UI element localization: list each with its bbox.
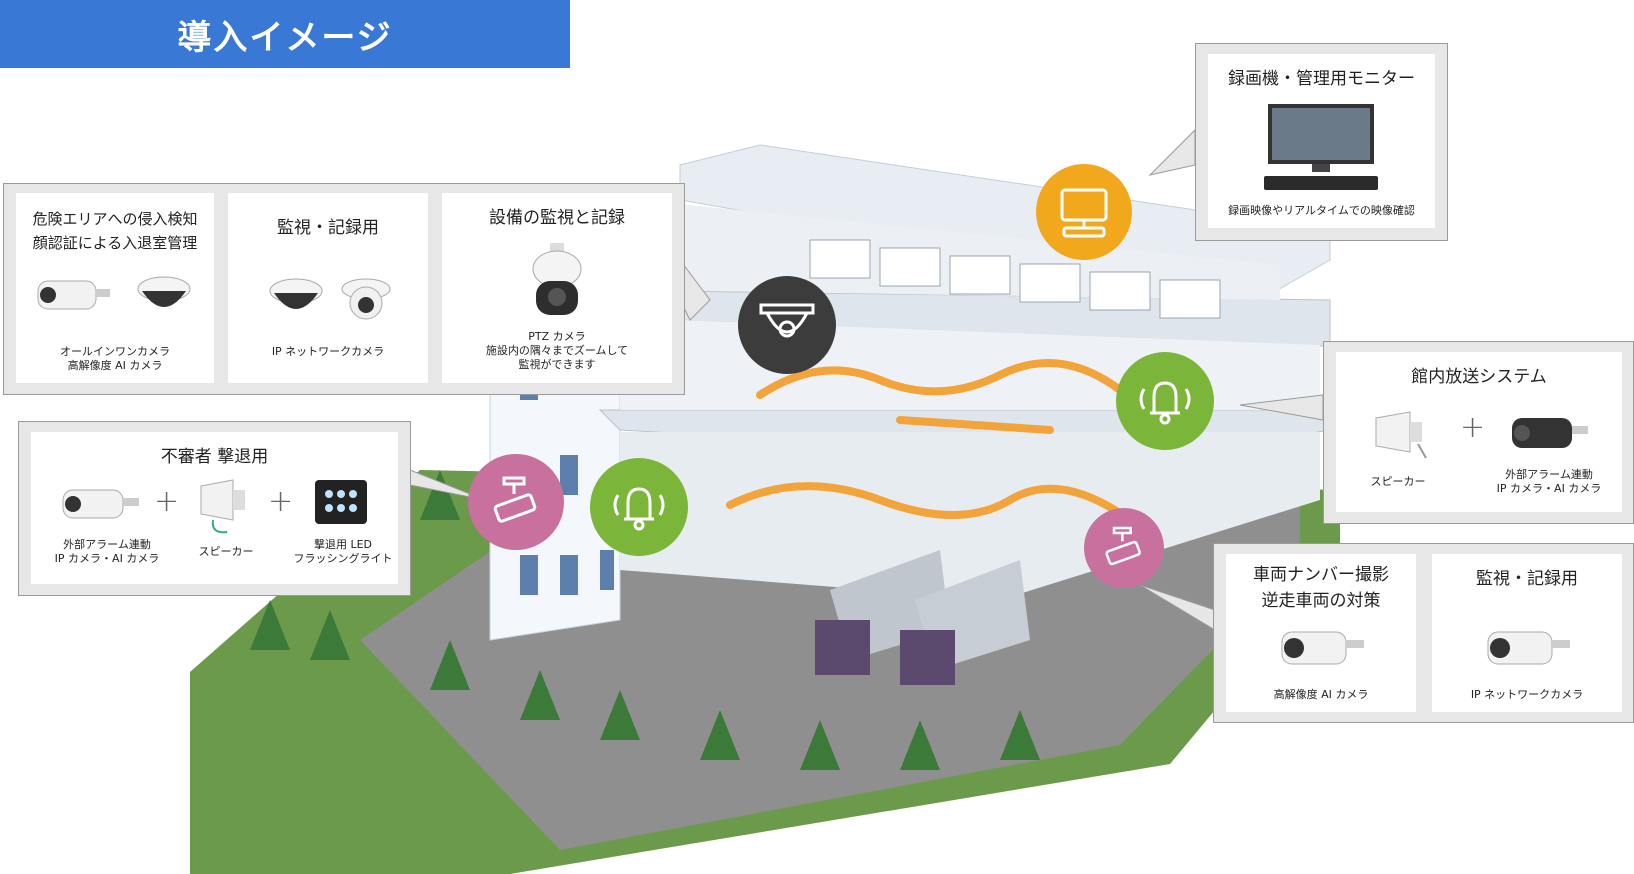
card-monitoring-recording: 監視・記録用 IP ネットワークカメラ	[228, 193, 428, 383]
card-title: 録画機・管理用モニター	[1228, 69, 1415, 89]
horn-speaker-icon	[1375, 411, 1427, 459]
item-caption-line: フラッシングライト	[293, 552, 393, 565]
alarm-bell-icon	[590, 458, 688, 556]
card-title: 館内放送システム	[1411, 367, 1547, 387]
card-caption: 録画映像やリアルタイムでの映像確認	[1228, 204, 1415, 217]
item-caption-line: 外部アラーム連動	[63, 538, 151, 551]
dome-camera-icon	[137, 276, 191, 307]
card-vehicle-monitoring: 監視・記録用 IP ネットワークカメラ	[1432, 554, 1622, 712]
item-caption-line: スピーカー	[1370, 475, 1426, 488]
card-title-line: 顔認証による入退室管理	[32, 234, 198, 252]
card-title-line: 設備の監視と記録	[489, 208, 625, 228]
callout-vehicle-cameras: 車両ナンバー撮影 逆走車両の対策 高解像度 AI カメラ 監視・記録用 IP ネ…	[1213, 543, 1634, 723]
card-caption-line: オールインワンカメラ	[60, 345, 170, 358]
card-title-line: 監視・記録用	[277, 218, 379, 238]
ptz-camera-icon	[532, 243, 582, 315]
pointer-recorder	[1148, 128, 1196, 176]
monitor-recorder-icon	[1264, 104, 1378, 190]
card-caption-line: PTZ カメラ	[528, 330, 586, 343]
item-caption-line: 外部アラーム連動	[1505, 468, 1593, 481]
security-camera-icon	[1084, 508, 1164, 588]
horn-speaker-icon	[200, 479, 245, 534]
plus-sign: +	[268, 484, 294, 519]
card-caption-line: 高解像度 AI カメラ	[67, 359, 163, 372]
led-flashlight-icon	[315, 480, 367, 524]
office-desks	[809, 239, 1221, 319]
dome-camera-icon	[269, 278, 323, 309]
alarm-bell-icon	[1116, 352, 1214, 450]
bullet-camera-icon	[1281, 631, 1364, 665]
callout-surveillance-cameras: 危険エリアへの侵入検知 顔認証による入退室管理 オールインワンカメラ 高解像度 …	[3, 183, 685, 395]
card-caption-line: IP ネットワークカメラ	[271, 345, 385, 358]
card-caption-line: 高解像度 AI カメラ	[1273, 688, 1369, 701]
item-caption-line: IP カメラ・AI カメラ	[1496, 482, 1602, 495]
card-equipment-monitoring: 設備の監視と記録 PTZ カメラ 施設内の隅々までズームして 監視ができます	[442, 193, 672, 383]
card-title-line: 危険エリアへの侵入検知	[32, 210, 198, 228]
callout-broadcast-system: 館内放送システム + スピーカー 外部アラーム連動 IP カメラ・AI カメラ	[1323, 341, 1634, 524]
security-camera-icon	[468, 454, 564, 550]
callout-recorder-monitor: 録画機・管理用モニター 録画映像やリアルタイムでの映像確認	[1195, 43, 1448, 241]
card-intruder: 不審者 撃退用 + + 外部アラーム連動 IP カメラ・AI カメラ スピーカー…	[31, 432, 398, 584]
card-title-line: 逆走車両の対策	[1261, 591, 1381, 611]
item-caption-line: IP カメラ・AI カメラ	[54, 552, 160, 565]
card-vehicle-number: 車両ナンバー撮影 逆走車両の対策 高解像度 AI カメラ	[1226, 554, 1416, 712]
bullet-camera-icon	[62, 489, 139, 519]
card-caption-line: 施設内の隅々までズームして	[485, 344, 629, 357]
plus-sign: +	[1460, 410, 1486, 445]
item-caption-line: スピーカー	[198, 545, 254, 558]
monitor-icon	[1036, 164, 1132, 260]
bullet-camera-icon	[1512, 418, 1588, 448]
card-title-line: 監視・記録用	[1476, 569, 1578, 589]
card-caption-line: 監視ができます	[518, 358, 596, 371]
card-recorder: 録画機・管理用モニター 録画映像やリアルタイムでの映像確認	[1208, 54, 1435, 228]
item-caption-line: 撃退用 LED	[313, 538, 373, 551]
card-title: 不審者 撃退用	[160, 447, 269, 467]
trees	[250, 470, 1040, 770]
card-broadcast: 館内放送システム + スピーカー 外部アラーム連動 IP カメラ・AI カメラ	[1336, 352, 1622, 512]
trucks	[815, 550, 1030, 685]
plus-sign: +	[154, 484, 180, 519]
page-title: 導入イメージ	[0, 0, 570, 68]
bullet-camera-icon	[1487, 631, 1570, 665]
bullet-camera-icon	[37, 280, 110, 310]
turret-camera-icon	[341, 278, 391, 320]
card-caption-line: IP ネットワークカメラ	[1470, 688, 1584, 701]
callout-intruder-deterrence: 不審者 撃退用 + + 外部アラーム連動 IP カメラ・AI カメラ スピーカー…	[18, 421, 411, 596]
card-title-line: 車両ナンバー撮影	[1253, 565, 1389, 585]
card-intrusion-detection: 危険エリアへの侵入検知 顔認証による入退室管理 オールインワンカメラ 高解像度 …	[16, 193, 214, 383]
dome-camera-icon	[738, 276, 836, 374]
